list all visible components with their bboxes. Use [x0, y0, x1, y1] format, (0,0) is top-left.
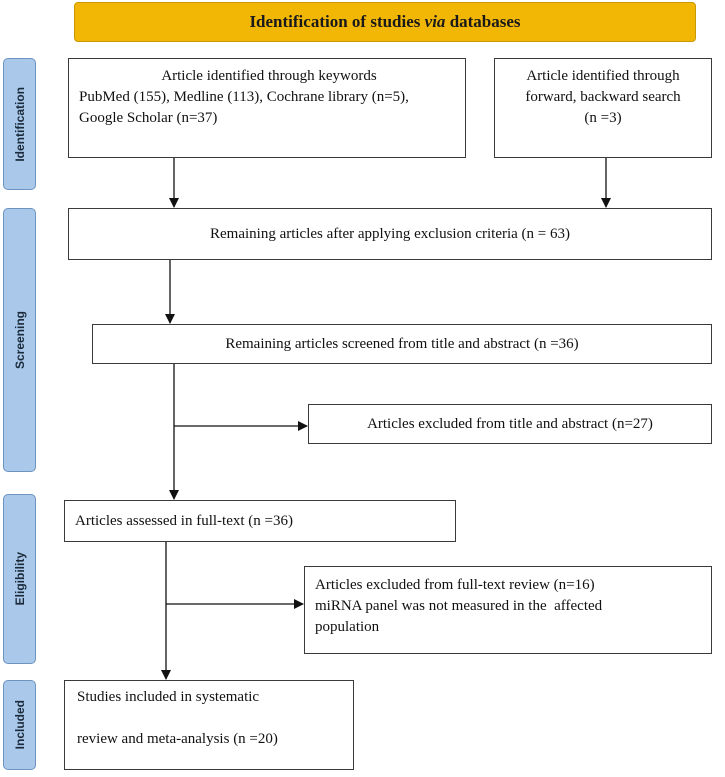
- phase-eligibility: Eligibility: [3, 494, 36, 664]
- header-banner: Identification of studies via databases: [74, 2, 696, 42]
- header-text-post: databases: [445, 12, 521, 31]
- box-remaining-screened-text: Remaining articles screened from title a…: [225, 335, 579, 352]
- box-keywords-title: Article identified through keywords: [161, 68, 377, 84]
- box-forward-line1: Article identified through: [526, 68, 680, 84]
- header-text-pre: Identification of studies: [249, 12, 425, 31]
- phase-eligibility-label: Eligibility: [12, 552, 27, 606]
- box-keywords-line3: Google Scholar (n=37): [79, 110, 218, 126]
- box-excluded-fulltext-line2: miRNA panel was not measured in the affe…: [315, 598, 603, 614]
- box-excluded-fulltext: Articles excluded from full-text review …: [304, 566, 712, 654]
- box-included-line1: Studies included in systematic: [77, 689, 260, 705]
- phase-included-label: Included: [12, 700, 27, 750]
- box-assessed-fulltext: Articles assessed in full-text (n =36): [64, 500, 456, 542]
- box-keywords-line2: PubMed (155), Medline (113), Cochrane li…: [79, 89, 409, 105]
- phase-identification: Identification: [3, 58, 36, 190]
- box-included-line2: review and meta-analysis (n =20): [77, 731, 278, 747]
- phase-identification-label: Identification: [12, 86, 27, 162]
- box-remaining-exclusion-text: Remaining articles after applying exclus…: [210, 225, 570, 242]
- box-excluded-fulltext-line3: population: [315, 619, 380, 635]
- box-remaining-screened: Remaining articles screened from title a…: [92, 324, 712, 364]
- box-forward-search: Article identified through forward, back…: [494, 58, 712, 158]
- box-excluded-title-abstract: Articles excluded from title and abstrac…: [308, 404, 712, 444]
- phase-included: Included: [3, 680, 36, 770]
- box-keywords: Article identified through keywords PubM…: [68, 58, 466, 158]
- phase-screening-label: Screening: [12, 310, 27, 370]
- box-forward-line3: (n =3): [584, 110, 622, 126]
- box-included-studies: Studies included in systematic review an…: [64, 680, 354, 770]
- box-assessed-fulltext-text: Articles assessed in full-text (n =36): [75, 513, 293, 529]
- phase-screening: Screening: [3, 208, 36, 472]
- header-text-italic: via: [424, 12, 446, 31]
- box-remaining-exclusion: Remaining articles after applying exclus…: [68, 208, 712, 260]
- box-forward-line2: forward, backward search: [525, 89, 681, 105]
- box-excluded-fulltext-line1: Articles excluded from full-text review …: [315, 577, 595, 593]
- box-excluded-title-text: Articles excluded from title and abstrac…: [367, 415, 653, 432]
